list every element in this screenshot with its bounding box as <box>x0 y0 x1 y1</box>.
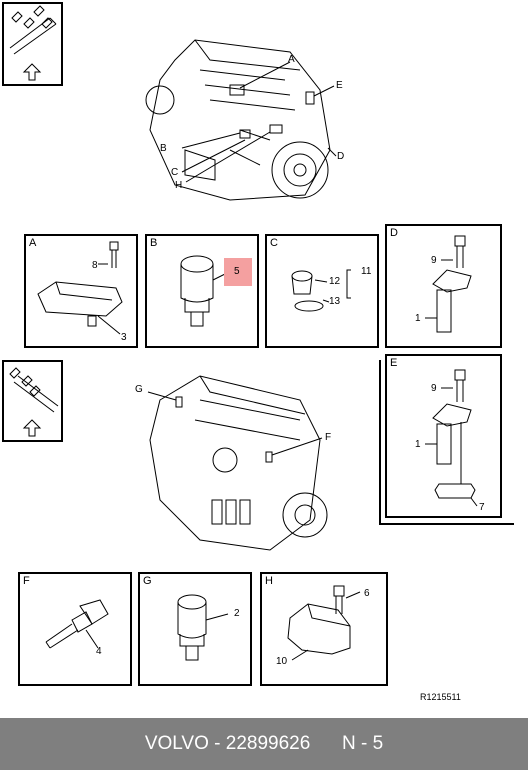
panel-d-letter: D <box>390 227 398 239</box>
footer-separator: - <box>208 733 226 754</box>
reference-number: R1215511 <box>420 692 461 702</box>
panel-c-letter: C <box>270 237 278 249</box>
pressure-sensor-g-drawing <box>177 594 229 661</box>
panel-f-letter: F <box>23 575 30 587</box>
panel-e-letter: E <box>390 357 398 369</box>
panel-c-callout-12: 12 <box>329 276 341 287</box>
marker-e-top: E <box>336 80 343 91</box>
map-sensor-drawing <box>37 241 123 335</box>
speed-sensor-d-drawing <box>425 235 472 333</box>
marker-h-top: H <box>175 180 183 191</box>
marker-a-top: A <box>288 54 295 65</box>
footer-gap <box>310 733 342 755</box>
panel-f-callout-4: 4 <box>96 646 102 657</box>
marker-b-top: B <box>160 143 167 154</box>
panel-c: C 11 12 13 <box>265 234 379 348</box>
panel-c-callout-11: 11 <box>361 266 372 277</box>
engine-top-illustration <box>145 39 337 201</box>
panel-h-callout-6: 6 <box>364 588 370 599</box>
marker-d-top: D <box>337 151 345 162</box>
panel-e-callout-9: 9 <box>431 383 437 394</box>
panel-e-callout-7: 7 <box>479 502 485 513</box>
highlight-callout-5 <box>224 258 252 286</box>
footer-page: N - 5 <box>342 733 384 754</box>
panel-d-callout-9: 9 <box>431 255 437 266</box>
panel-h-letter: H <box>265 575 273 587</box>
panel-h: H 6 10 <box>260 572 388 686</box>
panel-e: E 9 1 7 <box>385 354 502 518</box>
footer-brand: VOLVO <box>144 733 209 754</box>
panel-f: F 4 <box>18 572 132 686</box>
panel-a-letter: A <box>29 237 37 249</box>
temperature-sensor-drawing <box>45 599 109 649</box>
panel-a: A 8 3 <box>24 234 138 348</box>
panel-g-callout-2: 2 <box>234 608 240 619</box>
panel-d-callout-1: 1 <box>415 313 421 324</box>
panel-h-callout-10: 10 <box>276 656 288 667</box>
footer-part-number: 22899626 <box>225 733 311 754</box>
plug-and-seal-drawing <box>291 269 351 312</box>
engine-orientation-icon-2 <box>9 367 59 437</box>
panel-a-callout-3: 3 <box>121 332 127 343</box>
engine-bottom-illustration <box>147 360 514 551</box>
marker-c-top: C <box>171 167 179 178</box>
pressure-sensor-drawing <box>180 255 226 327</box>
panel-b: B <box>145 234 259 348</box>
camshaft-sensor-drawing <box>287 585 361 661</box>
panel-c-callout-13: 13 <box>329 296 341 307</box>
panel-d: D 9 1 <box>385 224 502 348</box>
engine-orientation-icon <box>9 5 57 81</box>
panel-b-letter: B <box>150 237 158 249</box>
panel-g: G 2 <box>138 572 252 686</box>
panel-g-letter: G <box>143 575 152 587</box>
speed-sensor-e-drawing <box>425 369 478 507</box>
orientation-icon-bottom <box>2 360 63 442</box>
footer-bar: VOLVO - 22899626 N - 5 <box>0 718 528 770</box>
panel-b-callout-5: 5 <box>234 266 240 277</box>
panel-e-callout-1: 1 <box>415 439 421 450</box>
orientation-icon-top <box>2 2 63 86</box>
marker-f-bottom: F <box>325 432 332 443</box>
panel-a-callout-8: 8 <box>92 260 98 271</box>
marker-g-bottom: G <box>135 384 143 395</box>
